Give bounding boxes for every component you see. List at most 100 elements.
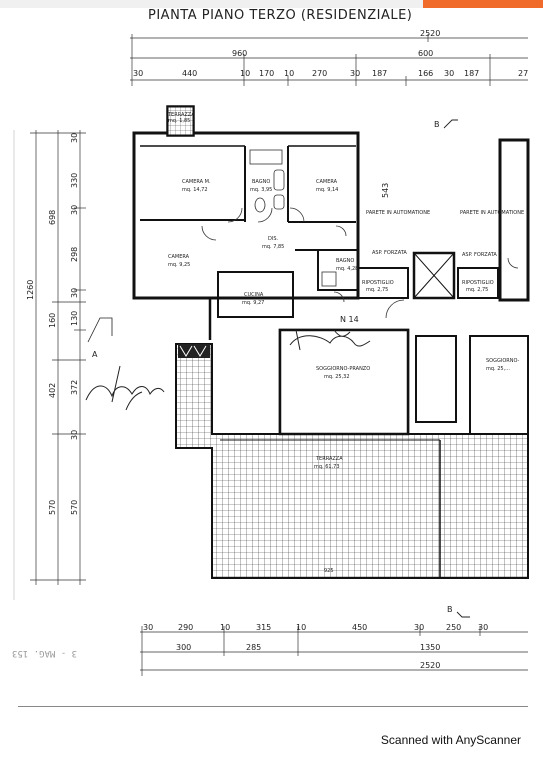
room-ripostiglio: RIPOSTIGLIO — [362, 280, 394, 286]
bottom-dims-row1: 30 290 10 315 10 450 30 250 30 — [143, 623, 488, 632]
room-terrazza-small: TERRAZZA — [167, 112, 195, 118]
room-bagno-area: mq. 3,95 — [250, 187, 272, 193]
top-dim: 10 — [284, 69, 294, 78]
svg-text:30: 30 — [414, 623, 424, 632]
top-dim-600: 600 — [418, 49, 433, 58]
top-dim: 440 — [182, 69, 197, 78]
left-dim: 160 — [48, 313, 57, 328]
room-ripostiglio-area: mq. 2,75 — [366, 287, 388, 293]
left-dim-total: 1260 — [26, 280, 35, 300]
svg-text:A: A — [92, 350, 98, 359]
svg-text:B: B — [447, 605, 453, 614]
room-labels: CAMERA M. mq. 14,72 BAGNO mq. 3,95 CAMER… — [167, 112, 524, 574]
room-terrazza-area: mq. 61,73 — [314, 464, 340, 470]
room-camera-m-area: mq. 14,72 — [182, 187, 208, 193]
bottom-dims-row2: 300 285 1350 — [176, 643, 440, 652]
svg-text:450: 450 — [352, 623, 367, 632]
bathroom-fixtures — [249, 149, 337, 287]
left-dim: 130 — [70, 311, 79, 326]
room-camera-2: CAMERA — [168, 254, 190, 260]
top-dim: 187 — [464, 69, 479, 78]
svg-text:30: 30 — [478, 623, 488, 632]
drawing-title: PIANTA PIANO TERZO (RESIDENZIALE) — [148, 8, 413, 23]
left-dim: 30 — [70, 288, 79, 298]
top-dimension-lines — [130, 34, 528, 86]
left-dims-text: 1260 698 160 402 570 30 330 30 298 30 13… — [26, 133, 79, 515]
svg-text:30: 30 — [143, 623, 153, 632]
terrace — [167, 106, 529, 579]
left-dim: 30 — [70, 133, 79, 143]
left-dim: 570 — [70, 500, 79, 515]
room-camera-2-area: mq. 9,25 — [168, 262, 190, 268]
dim-925: 925 — [324, 568, 334, 574]
handwritten-signature — [85, 329, 371, 411]
note-parete-2: PARETE IN AUTOMATIONE — [460, 210, 524, 216]
top-dim: 30 — [350, 69, 360, 78]
room-soggiorno-2: SOGGIORNO- — [486, 358, 520, 364]
top-dim: 27 — [518, 69, 528, 78]
room-camera: CAMERA — [316, 179, 338, 185]
room-terrazza: TERRAZZA — [315, 456, 343, 462]
svg-text:300: 300 — [176, 643, 191, 652]
room-camera-m: CAMERA M. — [182, 179, 211, 185]
bottom-rule — [18, 706, 528, 707]
note-asp-2: ASP. FORZATA — [462, 252, 497, 258]
room-camera-area: mq. 9,14 — [316, 187, 338, 193]
room-bagno-2-area: mq. 4,28 — [336, 266, 358, 272]
bottom-dimension-lines — [140, 626, 528, 676]
room-dis-area: mq. 7,85 — [262, 244, 284, 250]
section-marker-a: A — [87, 317, 113, 359]
door-swings — [201, 207, 519, 319]
room-bagno: BAGNO — [252, 179, 270, 185]
top-dim: 270 — [312, 69, 327, 78]
top-orange-band — [423, 0, 543, 8]
section-marker-b-top: B — [434, 119, 458, 129]
room-cucina: CUCINA — [244, 292, 264, 298]
left-dim: 330 — [70, 173, 79, 188]
dim-543: 543 — [381, 183, 390, 198]
top-dim: 30 — [133, 69, 143, 78]
signature-label: N 14 — [340, 315, 359, 324]
top-total-dim: 2520 — [420, 29, 440, 38]
left-dim: 570 — [48, 500, 57, 515]
room-ripostiglio-2-area: mq. 2,75 — [466, 287, 488, 293]
note-asp: ASP. FORZATA — [372, 250, 407, 256]
svg-text:1350: 1350 — [420, 643, 440, 652]
left-dim: 30 — [70, 205, 79, 215]
svg-text:B: B — [434, 120, 440, 129]
date-stamp: 3 - MAG. 153 — [12, 648, 78, 658]
top-dims-row2: 30 440 10 170 10 270 30 187 166 30 187 2… — [133, 69, 528, 78]
top-dim: 166 — [418, 69, 433, 78]
left-dim: 298 — [70, 247, 79, 262]
svg-text:10: 10 — [296, 623, 306, 632]
room-soggiorno-2-area: mq. 25,... — [486, 366, 510, 372]
room-soggiorno-area: mq. 25,32 — [324, 374, 350, 380]
top-strip — [0, 0, 543, 8]
top-dim: 187 — [372, 69, 387, 78]
room-bagno-2: BAGNO — [336, 258, 354, 264]
left-dimension-lines — [30, 130, 86, 585]
scanner-footer: Scanned with AnyScanner — [380, 733, 521, 747]
top-dim-960: 960 — [232, 49, 247, 58]
room-dis: DIS. — [268, 236, 278, 242]
bottom-total-dim: 2520 — [420, 661, 440, 670]
room-ripostiglio-2: RIPOSTIGLIO — [462, 280, 494, 286]
section-marker-b-bottom: B — [447, 605, 470, 618]
note-parete: PARETE IN AUTOMATIONE — [366, 210, 430, 216]
svg-text:315: 315 — [256, 623, 271, 632]
svg-text:10: 10 — [220, 623, 230, 632]
left-dim: 698 — [48, 210, 57, 225]
left-dim: 30 — [70, 430, 79, 440]
svg-text:290: 290 — [178, 623, 193, 632]
top-dim: 30 — [444, 69, 454, 78]
room-terrazza-small-area: mq. 1,85 — [168, 118, 190, 124]
left-dim: 402 — [48, 383, 57, 398]
top-dim: 170 — [259, 69, 274, 78]
room-cucina-area: mq. 9,27 — [242, 300, 264, 306]
svg-text:285: 285 — [246, 643, 261, 652]
left-dim: 372 — [70, 380, 79, 395]
top-dim: 10 — [240, 69, 250, 78]
building-walls — [132, 105, 530, 436]
